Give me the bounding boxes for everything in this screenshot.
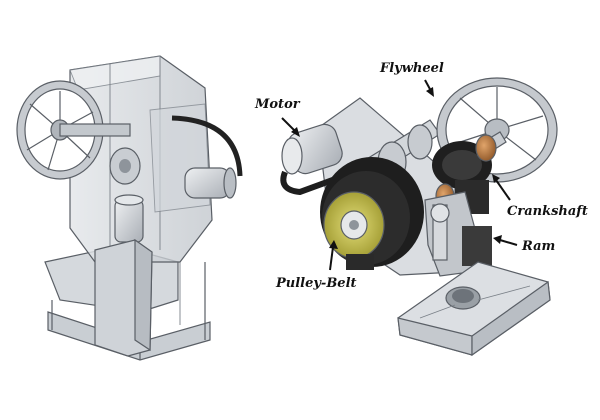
motor-part <box>280 123 362 196</box>
left-motor <box>171 115 243 199</box>
ram-arrow <box>499 239 518 246</box>
crankshaft-part <box>432 131 507 214</box>
left-oil-cylinder <box>114 199 144 243</box>
exploded-drive <box>280 77 558 357</box>
label-crankshaft: Crankshaft <box>507 204 588 219</box>
left-flywheel <box>16 80 131 180</box>
label-pulley-belt: Pulley-Belt <box>275 276 357 291</box>
label-flywheel: Flywheel <box>379 61 444 76</box>
motor-arrow <box>281 117 297 133</box>
label-motor: Motor <box>254 97 301 112</box>
press-bed <box>397 261 551 357</box>
crankshaft-arrow <box>495 179 511 201</box>
pulley-belt-part <box>320 157 424 270</box>
callouts <box>281 79 518 271</box>
label-ram: Ram <box>521 239 555 254</box>
assembled-press <box>16 55 243 361</box>
pulley-belt-arrow <box>329 246 334 271</box>
